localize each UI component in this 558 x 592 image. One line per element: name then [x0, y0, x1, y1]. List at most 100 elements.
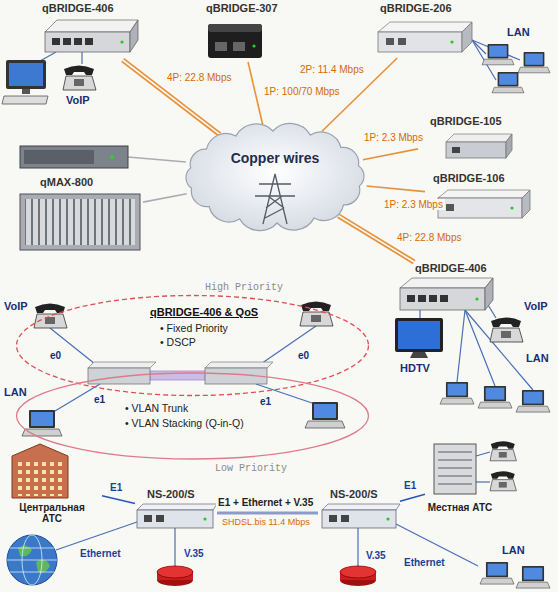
cloud-shape — [175, 118, 375, 236]
laptop-icon — [516, 390, 550, 412]
link-line — [102, 496, 135, 504]
lan-wire — [50, 328, 100, 368]
ns-device — [137, 504, 217, 528]
lan-wire — [476, 452, 490, 456]
ns-device — [322, 504, 400, 510]
link-line — [143, 194, 187, 202]
device-label: LAN — [524, 352, 551, 364]
laptop-icon — [22, 410, 62, 436]
laptop-icon — [518, 52, 550, 73]
device-node: qBRIDGE-406 — [30, 2, 140, 60]
rack-wire — [128, 157, 186, 162]
qbridge-device — [400, 288, 485, 310]
lan-wire — [40, 52, 56, 61]
link-rate: SHDSL.bis 11.4 Mbps — [220, 517, 312, 527]
phone-icon — [490, 441, 516, 461]
device-name: qBRIDGE-307 — [206, 2, 278, 14]
ns-device — [329, 515, 337, 522]
rack-device — [20, 146, 128, 168]
device-node: qMAX-800 — [18, 176, 143, 252]
bullet-item: • Fixed Priority — [160, 322, 228, 334]
qbridge-device — [485, 278, 493, 310]
lan-wire — [174, 528, 175, 566]
interface-label: Ethernet — [78, 548, 123, 559]
qbridge-device — [450, 40, 453, 43]
phone-icon — [34, 304, 67, 329]
tv-icon — [410, 352, 428, 358]
device-name: NS-200/S — [330, 488, 378, 500]
bullet-item: • VLAN Trunk — [125, 402, 188, 414]
ellipse-outline — [17, 296, 369, 396]
cloud-title: Copper wires — [231, 150, 320, 166]
port-name: e0 — [296, 350, 311, 361]
qbridge-device — [407, 295, 415, 302]
exchange-building — [12, 444, 68, 498]
qbridge-device — [475, 297, 478, 300]
lan-wire — [457, 310, 465, 382]
qbridge-device — [85, 38, 93, 45]
globe-icon — [7, 535, 57, 585]
server-icon — [434, 444, 476, 494]
lan-wire — [476, 481, 490, 482]
priority-ellipse: High PriorityqBRIDGE-406 & QoS• Fixed Pr… — [15, 282, 370, 397]
exchange-building — [12, 444, 68, 498]
lan-wire — [465, 310, 495, 386]
qbridge-device — [205, 362, 273, 368]
device-label: LAN — [2, 386, 29, 398]
qbridge-device — [45, 32, 130, 52]
bullet-item: • VLAN Stacking (Q-in-Q) — [125, 417, 244, 429]
qbridge-device — [378, 22, 472, 52]
qbridge-device — [52, 38, 60, 45]
ns-device — [144, 515, 152, 522]
priority-label: High Priority — [205, 282, 283, 293]
tv-icon — [398, 321, 440, 349]
qbridge-device — [208, 24, 262, 32]
device-name: qBRIDGE-206 — [380, 2, 452, 14]
computer-icon — [22, 89, 30, 94]
link-label: 4P: 22.8 Mbps — [165, 72, 233, 83]
device-label: VoIP — [2, 300, 30, 312]
computer-icon — [9, 63, 43, 86]
port-name: e0 — [48, 350, 63, 361]
link-line — [248, 62, 263, 124]
qbridge-device — [446, 142, 506, 158]
device-node: qBRIDGE-105 — [418, 115, 518, 163]
lan-wire — [56, 522, 137, 550]
qbridge-device — [462, 22, 472, 52]
qbridge-device — [88, 362, 156, 368]
qbridge-device — [440, 295, 448, 302]
ns-device — [137, 504, 217, 510]
ns-device — [322, 504, 400, 528]
router-icon — [157, 566, 193, 586]
tv-icon — [395, 318, 443, 352]
qbridge-device — [88, 368, 150, 384]
qbridge-device — [378, 22, 472, 32]
server-icon — [438, 452, 472, 484]
qbridge-device — [429, 295, 437, 302]
device-name: qBRIDGE-406 — [42, 2, 114, 14]
qbridge-device — [400, 278, 493, 310]
rack-device — [24, 150, 94, 164]
ns-device — [341, 515, 349, 522]
phone-icon — [300, 302, 333, 327]
qbridge-device — [506, 134, 512, 158]
qbridge-device — [252, 44, 255, 47]
rack-device — [110, 155, 114, 159]
qbridge-device — [74, 38, 82, 45]
globe-icon — [7, 548, 57, 572]
qbridge-device — [446, 204, 454, 211]
laptop-icon — [482, 44, 514, 65]
link-line — [367, 186, 425, 192]
device-name: NS-200/S — [147, 488, 195, 500]
tv-icon — [395, 318, 443, 358]
link-label: 1P: 2.3 Mbps — [362, 132, 425, 143]
qbridge-device — [386, 38, 394, 45]
router-icon — [340, 566, 376, 586]
qbridge-device — [88, 362, 156, 384]
bullet-item: • DSCP — [160, 336, 196, 348]
lan-wire — [419, 310, 420, 318]
computer-icon — [2, 60, 48, 104]
qbridge-device — [438, 190, 530, 198]
